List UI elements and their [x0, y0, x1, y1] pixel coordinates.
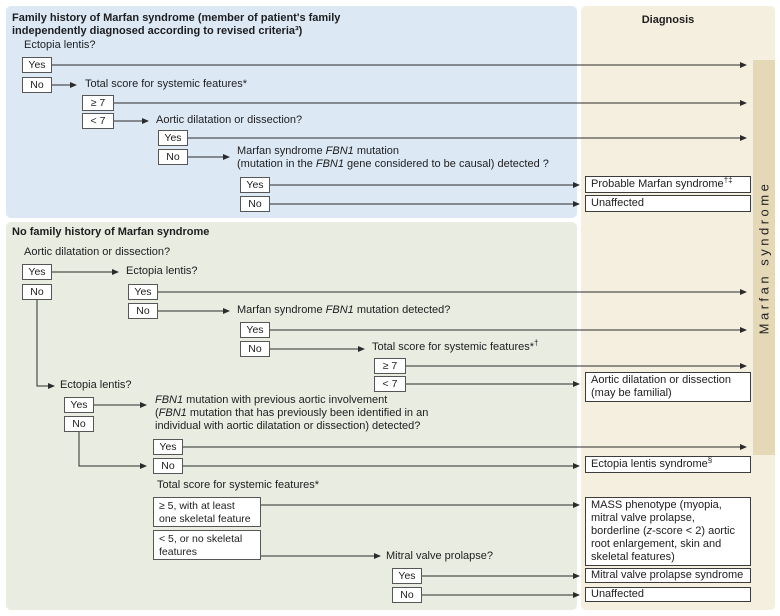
nfh-ectopia2-no-box: No [64, 416, 94, 432]
fh-aortic-no-box: No [158, 149, 188, 165]
nfh-score-lt7-box: < 7 [374, 376, 406, 392]
outcome-mass-phenotype: MASS phenotype (myopia, mitral valve pro… [585, 497, 751, 566]
nfh-fbn1-detected-question: Marfan syndrome FBN1 mutation detected? [237, 304, 451, 316]
fh-fbn1-no-box: No [240, 196, 270, 212]
nfh-fbn1prev-no-box: No [153, 458, 183, 474]
no-family-history-panel [6, 222, 577, 610]
nfh-mvp-no-box: No [392, 587, 422, 603]
nfh-fbn1-previous-aortic-question: FBN1 mutation with previous aortic invol… [155, 394, 429, 432]
outcome-mvp-syndrome: Mitral valve prolapse syndrome [585, 568, 751, 583]
fh-ectopia-lentis-question: Ectopia lentis? [24, 39, 96, 51]
nfh-aortic-no-box: No [22, 284, 52, 300]
nfh-ectopia-question-2: Ectopia lentis? [60, 379, 132, 391]
nfh-systemic-score-question-2: Total score for systemic features* [157, 479, 320, 491]
fh-score-ge7-box: ≥ 7 [82, 95, 114, 111]
nfh-fbn1-no-box: No [240, 341, 270, 357]
fh-fbn1-yes-box: Yes [240, 177, 270, 193]
nfh-fbn1-yes-box: Yes [240, 322, 270, 338]
fh-aortic-yes-box: Yes [158, 130, 188, 146]
marfan-syndrome-bar-label: Marfan syndrome [756, 180, 772, 335]
diagnosis-header: Diagnosis [641, 14, 695, 26]
nfh-score-ge7-box: ≥ 7 [374, 358, 406, 374]
outcome-aortic-familial: Aortic dilatation or dissection (may be … [585, 372, 751, 402]
fh-ectopia-no-box: No [22, 77, 52, 93]
nfh-aortic-yes-box: Yes [22, 264, 52, 280]
nfh-ectopia1-no-box: No [128, 303, 158, 319]
nfh-ectopia2-yes-box: Yes [64, 397, 94, 413]
family-history-panel [6, 6, 577, 218]
outcome-probable-marfan: Probable Marfan syndrome†‡ [585, 176, 751, 193]
fh-systemic-score-question: Total score for systemic features* [85, 78, 248, 90]
nfh-ectopia1-yes-box: Yes [128, 284, 158, 300]
outcome-unaffected-nfh: Unaffected [585, 587, 751, 602]
nfh-mvp-yes-box: Yes [392, 568, 422, 584]
nfh-score-lt5-box: < 5, or no skeletal features [153, 530, 261, 560]
fh-fbn1-mutation-question: Marfan syndrome FBN1 mutation(mutation i… [237, 145, 549, 170]
fh-score-lt7-box: < 7 [82, 113, 114, 129]
no-family-history-title: No family history of Marfan syndrome [12, 226, 210, 238]
fh-ectopia-yes-box: Yes [22, 57, 52, 73]
nfh-aortic-dilatation-question: Aortic dilatation or dissection? [24, 246, 171, 258]
outcome-ectopia-lentis-syndrome: Ectopia lentis syndrome§ [585, 456, 751, 473]
nfh-systemic-score-question: Total score for systemic features*† [372, 338, 539, 353]
marfan-syndrome-bar: Marfan syndrome [753, 60, 775, 455]
outcome-unaffected-fh: Unaffected [585, 195, 751, 212]
nfh-ectopia-question-1: Ectopia lentis? [126, 265, 198, 277]
nfh-score-ge5-box: ≥ 5, with at least one skeletal feature [153, 497, 261, 527]
nfh-fbn1prev-yes-box: Yes [153, 439, 183, 455]
family-history-title: Family history of Marfan syndrome (membe… [12, 12, 341, 37]
fh-aortic-dilatation-question: Aortic dilatation or dissection? [156, 114, 303, 126]
nfh-mitral-valve-prolapse-question: Mitral valve prolapse? [386, 550, 493, 562]
